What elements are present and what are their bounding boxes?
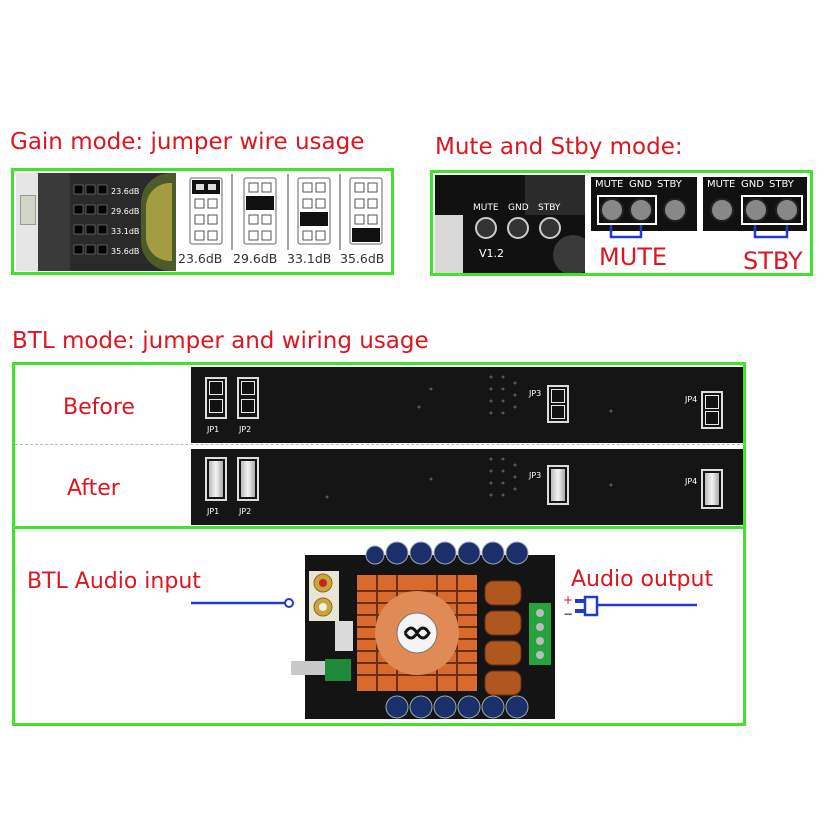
stby-wire (753, 225, 789, 239)
pcb-pin-label: MUTE (473, 203, 499, 213)
gain-option-label: 33.1dB (287, 251, 332, 266)
pcb-gain-label: 29.6dB (111, 207, 140, 216)
pin-label: GND (741, 179, 764, 190)
audio-output-label: Audio output (571, 567, 714, 592)
mute-stby-panel: MUTE GND STBY V1.2 MUTE GND STBY MUTE MU… (430, 170, 813, 276)
mute-label: MUTE (599, 243, 668, 271)
btl-mode-panel: Before After JP1 JP2 JP3 JP4 (12, 362, 746, 726)
gain-option-label: 23.6dB (178, 251, 223, 266)
jumper-label: JP3 (529, 389, 542, 398)
jumper-label: JP1 (207, 425, 220, 434)
pin-label: STBY (657, 179, 682, 190)
jumper-label: JP2 (239, 507, 252, 516)
gain-mode-panel: 23.6dB 29.6dB 33.1dB 35.6dB (11, 168, 394, 275)
gain-header-pins (72, 181, 108, 265)
jumper-label: JP1 (207, 507, 220, 516)
input-wire (191, 598, 294, 608)
mute-wire (609, 225, 643, 239)
stby-diagram-pcb: MUTE GND STBY (703, 177, 807, 231)
stby-label: STBY (743, 247, 803, 275)
btl-input-label: BTL Audio input (27, 569, 201, 594)
mute-stby-title: Mute and Stby mode: (435, 134, 683, 160)
mute-diagram-pcb: MUTE GND STBY (591, 177, 697, 231)
pin-label: STBY (769, 179, 794, 190)
pcb-gain-label: 23.6dB (111, 187, 140, 196)
pcb-gain-label: 35.6dB (111, 247, 140, 256)
output-wire: + − (563, 593, 697, 621)
after-label: After (67, 476, 120, 501)
jumper-label: JP2 (239, 425, 252, 434)
pcb-pin-label: GND (508, 203, 529, 213)
gain-jumper-diagrams (176, 174, 392, 270)
pcb-gain-label: 33.1dB (111, 227, 140, 236)
svg-text:+: + (563, 593, 573, 607)
jumper-label: JP4 (685, 477, 698, 486)
gain-pcb-photo: 23.6dB 29.6dB 33.1dB 35.6dB (16, 173, 176, 271)
amplifier-board (285, 541, 555, 719)
jumper-label: JP4 (685, 395, 698, 404)
btl-mode-title: BTL mode: jumper and wiring usage (12, 328, 429, 354)
gain-mode-title: Gain mode: jumper wire usage (10, 129, 365, 155)
after-pcb-strip: JP1 JP2 JP3 JP4 (191, 449, 743, 525)
svg-text:−: − (563, 607, 573, 621)
before-label: Before (63, 395, 135, 420)
mute-pcb-photo: MUTE GND STBY V1.2 (435, 175, 585, 273)
pin-label: GND (629, 179, 652, 190)
pcb-version-label: V1.2 (479, 247, 505, 260)
pin-label: MUTE (707, 179, 736, 190)
gain-option-label: 29.6dB (233, 251, 278, 266)
gain-option-label: 35.6dB (340, 251, 385, 266)
pcb-pin-label: STBY (538, 203, 561, 213)
before-pcb-strip: JP1 JP2 JP3 JP4 (191, 367, 743, 443)
jumper-label: JP3 (529, 471, 542, 480)
pin-label: MUTE (595, 179, 624, 190)
